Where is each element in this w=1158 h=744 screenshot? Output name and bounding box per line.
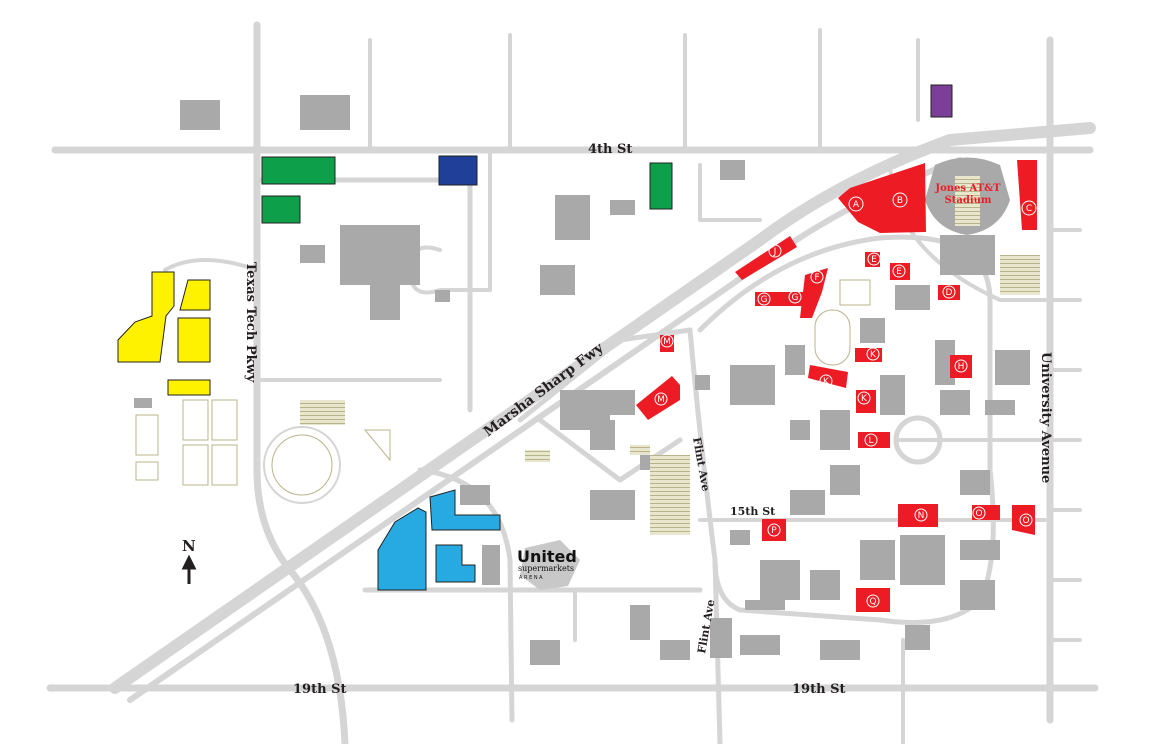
arena-logo: United supermarkets A R E N A (517, 540, 580, 590)
green-lot[interactable] (261, 156, 336, 185)
svg-text:O: O (975, 509, 982, 519)
green-lot[interactable] (649, 162, 673, 210)
colored-lots (117, 84, 953, 591)
lot-m[interactable]: M (654, 392, 668, 406)
street-15th-st: 15th St (730, 505, 776, 518)
svg-text:G: G (792, 293, 799, 303)
blue-lot[interactable] (435, 544, 476, 583)
lot-b[interactable]: B (892, 192, 908, 208)
street-university-avenue: University Avenue (1038, 352, 1053, 483)
svg-text:M: M (657, 395, 665, 405)
svg-text:E: E (871, 255, 877, 265)
svg-text:A: A (853, 200, 860, 210)
svg-text:P: P (771, 526, 777, 536)
north-arrow: N (181, 537, 197, 584)
green-lot[interactable] (261, 195, 301, 224)
lot-h[interactable]: H (954, 359, 968, 373)
yellow-lot[interactable] (117, 271, 175, 363)
svg-text:C: C (1026, 204, 1032, 214)
lot-m[interactable]: M (660, 334, 674, 348)
svg-text:G: G (761, 295, 768, 305)
street-flint-ave-north: Flint Ave (690, 436, 712, 492)
svg-text:B: B (897, 196, 903, 206)
lot-a[interactable]: A (848, 196, 864, 212)
svg-text:H: H (958, 362, 965, 372)
lot-d[interactable]: D (942, 285, 956, 299)
svg-text:K: K (870, 350, 877, 360)
svg-text:N: N (918, 511, 925, 521)
lot-p[interactable]: P (767, 523, 781, 537)
street-19th-st-west: 19th St (293, 682, 346, 697)
street-4th-st: 4th St (588, 142, 632, 157)
red-lots (636, 160, 1037, 612)
svg-text:J: J (773, 247, 777, 257)
sports-fields (135, 279, 871, 496)
lot-g[interactable]: G (788, 290, 802, 304)
lot-o[interactable]: O (972, 506, 986, 520)
lot-e[interactable]: E (892, 264, 906, 278)
lot-k[interactable]: K (857, 391, 871, 405)
stadium: Jones AT&T Stadium (925, 157, 1010, 235)
svg-text:D: D (946, 288, 953, 298)
north-arrow-icon (181, 554, 197, 584)
lot-c[interactable]: C (1021, 200, 1037, 216)
yellow-lot[interactable] (177, 317, 211, 363)
lot-o[interactable]: O (1019, 513, 1033, 527)
svg-text:M: M (663, 337, 671, 347)
lot-q[interactable]: Q (866, 594, 880, 608)
blue-lot[interactable] (429, 489, 501, 531)
svg-text:O: O (1022, 516, 1029, 526)
yellow-lot[interactable] (179, 279, 211, 311)
svg-text:K: K (823, 377, 830, 387)
svg-text:L: L (868, 436, 873, 446)
yellow-lot[interactable] (167, 379, 211, 396)
stadium-name-line2: Stadium (945, 195, 992, 206)
svg-text:F: F (814, 273, 819, 283)
arena-logo-supermarkets: supermarkets (518, 564, 574, 573)
lot-f[interactable]: F (810, 270, 824, 284)
stadium-name-line1: Jones AT&T (934, 183, 1001, 194)
blue-lot[interactable] (377, 507, 427, 591)
lot-k[interactable]: K (819, 374, 833, 388)
north-label: N (182, 537, 196, 555)
lot-labels: A B C D E E F G G H J K K K L M M N O O … (654, 192, 1037, 608)
arena-logo-united: United (517, 547, 577, 566)
field-building (134, 398, 152, 408)
lot-j[interactable]: J (768, 244, 782, 258)
street-texas-tech-pkwy: Texas Tech Pkwy (243, 262, 258, 383)
lot-l[interactable]: L (864, 433, 878, 447)
parking-rows (300, 255, 1040, 535)
svg-text:Q: Q (869, 597, 876, 607)
arena-logo-arena: A R E N A (519, 575, 543, 581)
lot-e[interactable]: E (867, 252, 881, 266)
street-19th-st-east: 19th St (792, 682, 845, 697)
svg-text:E: E (896, 267, 902, 277)
purple-lot[interactable] (930, 84, 953, 118)
svg-text:K: K (861, 394, 868, 404)
lot-k[interactable]: K (866, 347, 880, 361)
lot-n[interactable]: N (914, 508, 928, 522)
navy-lot[interactable] (438, 155, 478, 186)
buildings (180, 95, 1030, 665)
lot-g[interactable]: G (757, 292, 771, 306)
